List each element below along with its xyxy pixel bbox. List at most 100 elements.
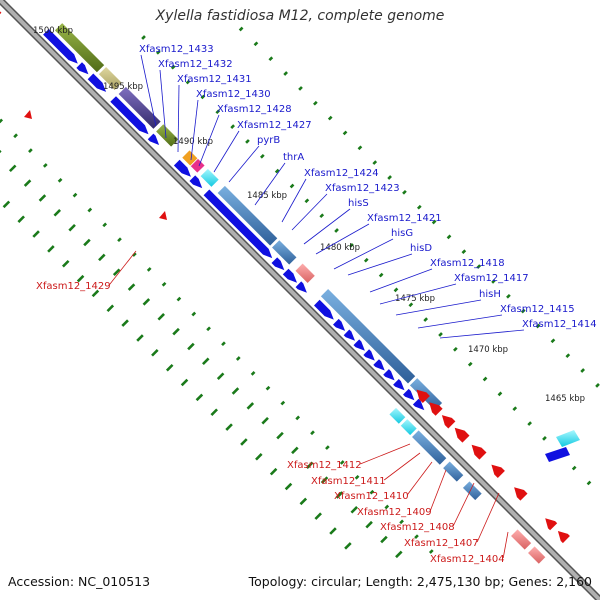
tick-mark [428, 549, 434, 554]
feature-band [509, 528, 533, 551]
tick-mark [112, 268, 121, 276]
tick-mark [380, 535, 388, 544]
reverse-gene-marker [24, 110, 32, 119]
tick-mark [0, 118, 4, 124]
gene-label-forward: hisS [348, 198, 369, 209]
tick-mark [202, 357, 210, 366]
tick-mark [136, 334, 144, 342]
reverse-gene [491, 464, 505, 478]
tick-mark [467, 361, 473, 367]
tick-mark [349, 243, 354, 248]
tick-mark [121, 319, 129, 327]
tick-mark [230, 124, 235, 129]
tick-mark [305, 461, 314, 470]
gene-label-reverse: Xfasm12_1429 [36, 281, 111, 292]
forward-gene [295, 281, 307, 293]
tick-mark [253, 41, 259, 47]
feature-band [319, 287, 417, 385]
leader-line [379, 283, 457, 305]
reverse-gene [441, 415, 456, 429]
tick-mark [342, 130, 348, 136]
gene-label-forward: hisH [479, 289, 501, 300]
gene-label-forward: hisD [410, 243, 432, 254]
forward-gene [147, 133, 160, 145]
tick-mark [393, 287, 399, 293]
feature-band [410, 429, 448, 466]
forward-gene [271, 257, 285, 271]
leader-line [281, 178, 307, 223]
gene-label-forward: Xfasm12_1433 [139, 44, 214, 55]
tick-mark [289, 183, 295, 189]
leader-line [406, 461, 433, 496]
gene-label-forward: hisG [391, 228, 413, 239]
tick-mark [195, 393, 204, 402]
tick-mark [240, 438, 248, 446]
feature-band [155, 123, 180, 148]
tick-mark [76, 274, 85, 283]
gene-label-forward: Xfasm12_1418 [430, 258, 505, 269]
tick-mark [354, 474, 360, 480]
gene-label-forward: Xfasm12_1427 [237, 120, 312, 131]
leader-line [140, 54, 157, 127]
tick-mark [334, 228, 339, 233]
tick-mark [245, 139, 250, 144]
gene-label-reverse: Xfasm12_1404 [430, 554, 505, 565]
tick-label: 1500 kbp [33, 26, 73, 36]
tick-mark [363, 257, 369, 263]
tick-mark [357, 145, 363, 151]
tick-mark [310, 430, 315, 436]
tick-mark [520, 308, 526, 314]
tick-mark [161, 281, 167, 287]
tick-mark [431, 219, 437, 225]
tick-mark [291, 446, 299, 455]
tick-mark [17, 215, 25, 223]
tick-mark [206, 326, 211, 332]
tick-mark [298, 86, 303, 91]
tick-mark [512, 406, 518, 412]
tick-mark [446, 234, 452, 240]
leader-line [383, 452, 421, 481]
tick-mark [339, 460, 345, 465]
tick-mark [378, 272, 384, 278]
tick-mark [314, 512, 322, 520]
tick-mark [157, 313, 165, 321]
reverse-gene [454, 427, 470, 443]
tick-mark [87, 207, 93, 213]
gene-label-reverse: Xfasm12_1407 [404, 538, 479, 549]
tick-label: 1495 kbp [103, 82, 143, 92]
tick-mark [117, 237, 122, 243]
reverse-gene [0, 11, 2, 15]
gene-label-reverse: Xfasm12_1412 [287, 460, 362, 471]
tick-label: 1465 kbp [545, 394, 585, 404]
forward-gene [87, 73, 107, 92]
tick-mark [408, 302, 414, 308]
tick-mark [28, 148, 33, 153]
feature-band [199, 167, 220, 188]
tick-mark [365, 520, 373, 529]
reverse-gene [416, 389, 430, 403]
tick-mark [586, 480, 592, 486]
tick-mark [246, 402, 255, 410]
tick-mark [384, 504, 390, 510]
tick-mark [8, 164, 17, 173]
tick-mark [141, 35, 146, 40]
tick-mark [185, 79, 191, 85]
forward-gene [282, 268, 297, 283]
map-title: Xylella fastidiosa M12, complete genome [155, 8, 445, 24]
tick-mark [395, 550, 403, 559]
tick-mark [221, 341, 226, 347]
tick-mark [38, 194, 47, 202]
forward-gene [110, 96, 149, 135]
tick-mark [231, 387, 240, 395]
tick-mark [414, 534, 419, 540]
forward-gene [43, 29, 78, 64]
feature-band [461, 480, 483, 502]
tick-mark [387, 175, 392, 180]
tick-mark [61, 259, 70, 268]
tick-mark [304, 198, 310, 204]
tick-mark [261, 416, 269, 425]
gene-label-forward: Xfasm12_1417 [454, 273, 529, 284]
tick-mark [497, 391, 503, 397]
